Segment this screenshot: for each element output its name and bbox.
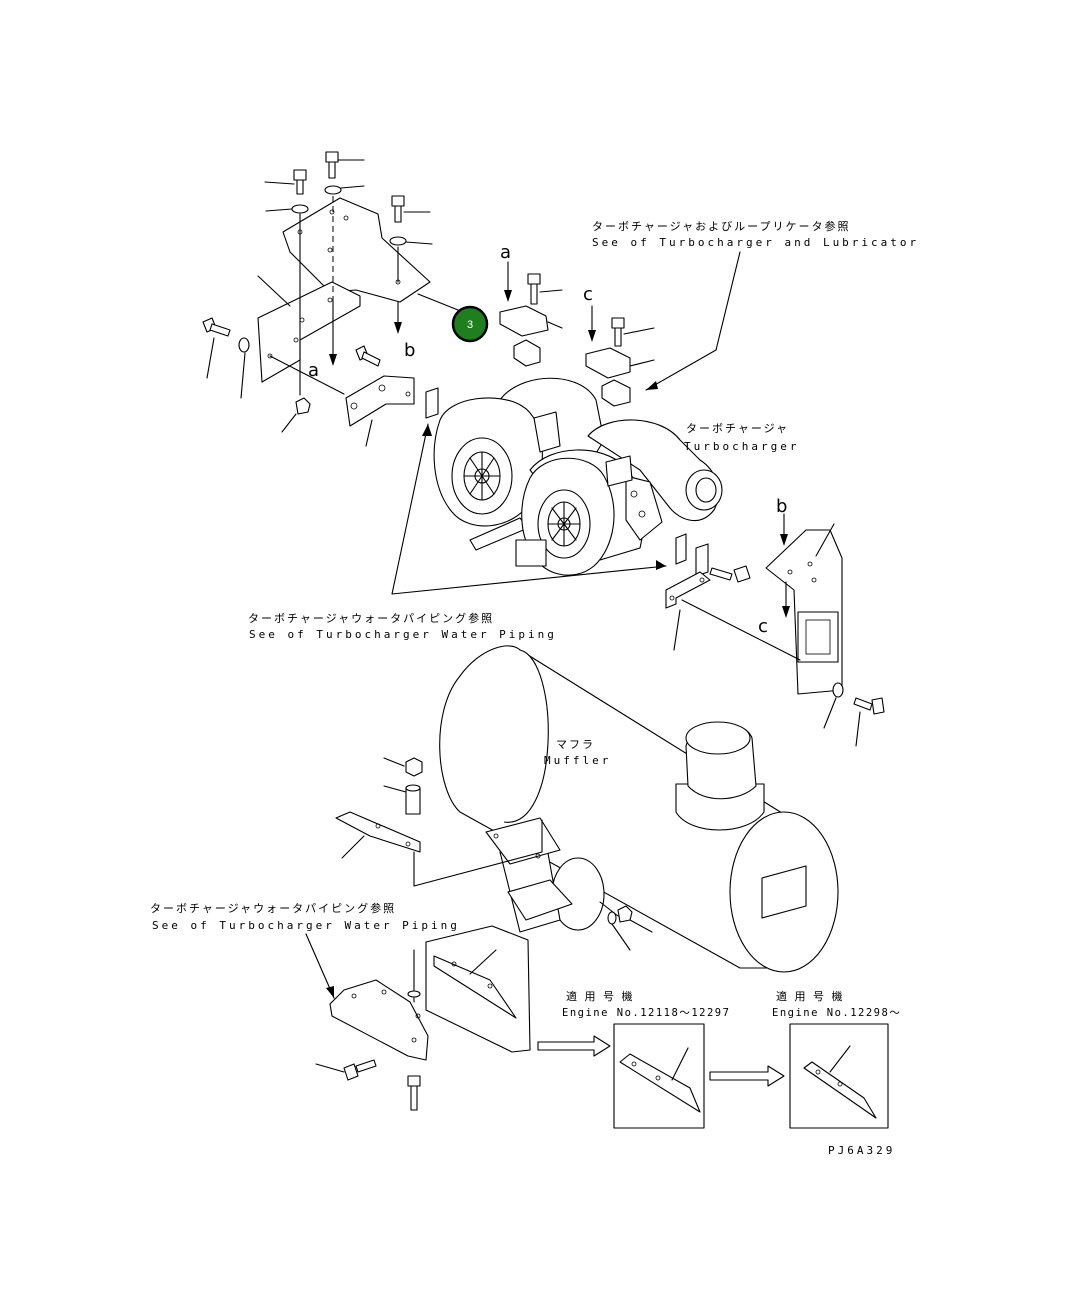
- variant-box-1: [613, 1023, 705, 1129]
- callout-turbocharger-jp: ターボチャージャ: [686, 422, 789, 435]
- bolt-icon: [527, 273, 563, 305]
- nut-icon: [617, 905, 653, 933]
- applicable-engine-1-jp: 適 用 号 機: [566, 989, 635, 1003]
- callout-muffler-en: Muffler: [544, 754, 611, 767]
- callout-water-piping-2-en: See of Turbocharger Water Piping: [152, 919, 460, 932]
- bolt-icon: [391, 195, 431, 223]
- view-label-c: c: [583, 284, 593, 305]
- variant-box-2: [789, 1023, 889, 1129]
- upper-bracket-assembly: [202, 151, 459, 447]
- turbocharger-unit: [433, 377, 723, 576]
- view-label-a: a: [500, 242, 511, 263]
- applicable-engine-2-en: Engine No.12298～: [772, 1007, 901, 1019]
- applicable-engine-2-jp: 適 用 号 機: [776, 989, 845, 1003]
- right-bracket-assembly: [665, 513, 885, 747]
- muffler: [439, 645, 839, 973]
- gasket-icon: [425, 387, 439, 419]
- bolt-icon: [407, 1075, 421, 1111]
- callout-water-piping-2-jp: ターボチャージャウォータパイピング参照: [150, 901, 396, 915]
- part-number-badge-circle[interactable]: [451, 305, 489, 343]
- muffler-mount-hardware: [305, 757, 653, 1111]
- applicable-engine-1-en: Engine No.12118～12297: [562, 1007, 730, 1019]
- bolt-icon: [325, 151, 365, 179]
- callout-water-piping-jp: ターボチャージャウォータパイピング参照: [248, 611, 494, 625]
- drawing-code: PJ6A329: [828, 1144, 895, 1157]
- bolt-icon: [355, 345, 381, 367]
- bolt-icon: [202, 317, 231, 379]
- view-label-b: b: [404, 340, 415, 361]
- bolt-icon: [264, 169, 307, 195]
- spacer-icon: [383, 784, 421, 815]
- gasket-icon: [695, 543, 709, 577]
- nut-icon: [281, 397, 311, 433]
- callout-turbo-lubricator-jp: ターボチャージャおよびループリケータ参照: [592, 219, 850, 233]
- callout-muffler-jp: マフラ: [556, 738, 595, 751]
- callout-water-piping-en: See of Turbocharger Water Piping: [249, 628, 557, 641]
- bolt-icon: [315, 1059, 377, 1081]
- view-label-b: b: [776, 496, 787, 517]
- bolt-icon: [709, 565, 751, 583]
- view-label-c: c: [758, 616, 768, 637]
- nut-icon: [383, 757, 423, 777]
- part-number-badge-label[interactable]: 3: [467, 319, 473, 331]
- gasket-icon: [675, 533, 687, 565]
- bolt-icon: [853, 697, 885, 747]
- bolt-icon: [611, 317, 655, 347]
- view-label-a: a: [308, 360, 319, 381]
- part-number-badge[interactable]: 3: [451, 305, 489, 343]
- turbo-mount-hardware: [499, 251, 741, 407]
- callout-turbo-lubricator-en: See of Turbocharger and Lubricator: [592, 236, 919, 249]
- callout-turbocharger-en: Turbocharger: [684, 440, 799, 453]
